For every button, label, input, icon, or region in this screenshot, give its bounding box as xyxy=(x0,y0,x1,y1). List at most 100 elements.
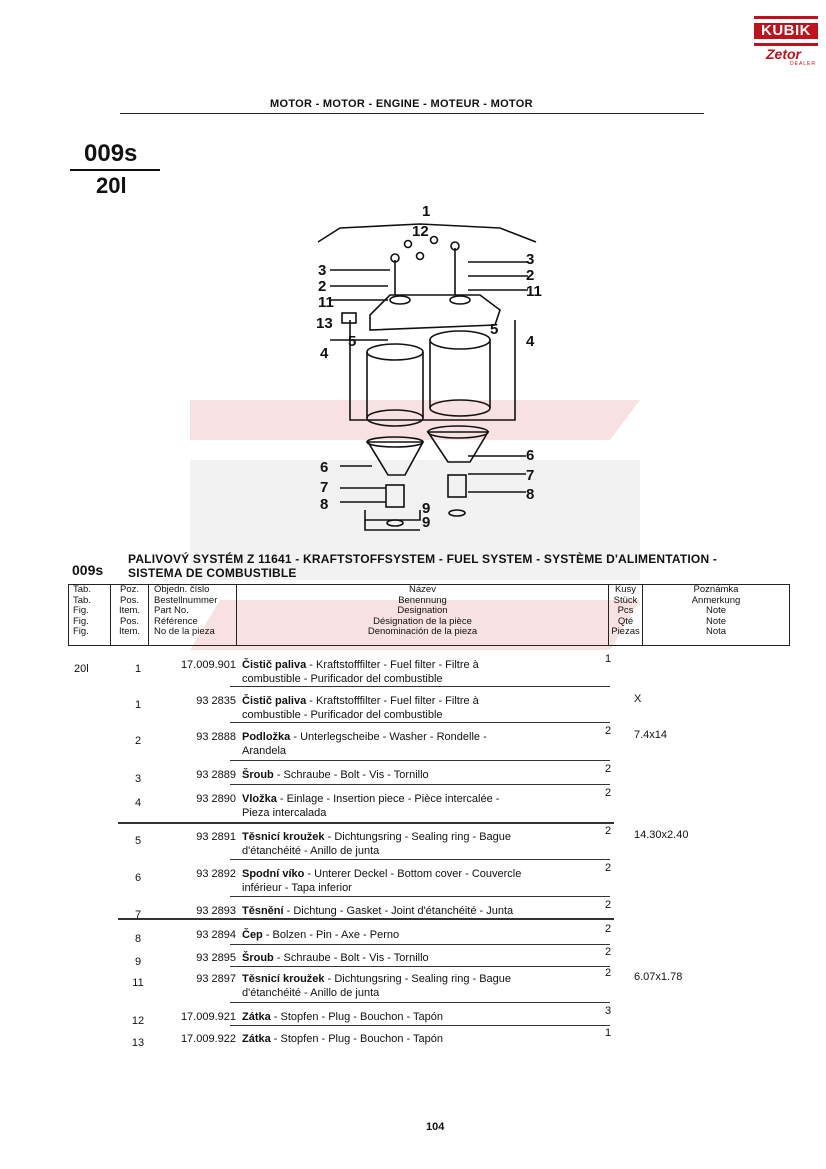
row-pos: 5 xyxy=(134,835,142,847)
callout-3: 3 xyxy=(318,262,326,279)
callout-2: 2 xyxy=(318,278,326,295)
row-name-bold: Šroub xyxy=(242,769,274,781)
group-divider xyxy=(118,918,614,920)
row-divider xyxy=(230,896,610,897)
row-tab: 20l xyxy=(74,663,89,675)
row-name-line2: d'étanchéité - Anillo de junta xyxy=(242,845,380,857)
parts-table-header: Tab. Tab. Fig. Fig. Fig. Poz. Pos. Item.… xyxy=(68,584,790,646)
row-name-line2: Pieza intercalada xyxy=(242,807,327,819)
col-tab-label: Tab. xyxy=(73,594,91,606)
row-divider xyxy=(230,1002,610,1003)
row-pos: 11 xyxy=(132,977,144,989)
col-note-label: Nota xyxy=(705,626,727,637)
callout-9: 9 xyxy=(422,500,430,517)
row-name-line2: combustible - Purificador del combustibl… xyxy=(242,709,443,721)
col-tab-label: Fig. xyxy=(73,615,89,627)
row-name-bold: Čep xyxy=(242,929,263,941)
row-pos: 4 xyxy=(134,797,142,809)
callout-12: 12 xyxy=(412,223,429,240)
col-pos-label: Item. xyxy=(118,626,141,637)
row-desc: Čep - Bolzen - Pin - Axe - Perno xyxy=(242,928,582,942)
col-partno-label: Part No. xyxy=(154,605,189,616)
row-partno: 93 2892 xyxy=(196,868,236,880)
logo-sub: Zetor xyxy=(766,46,801,62)
row-name-rest: - Einlage - Insertion piece - Pièce inte… xyxy=(276,793,500,805)
row-qty: 1 xyxy=(604,653,612,665)
row-qty: 3 xyxy=(604,1005,612,1017)
col-name: Název Benennung Designation Désignation … xyxy=(237,584,609,645)
row-desc: Těsnicí kroužek - Dichtungsring - Sealin… xyxy=(242,830,582,858)
col-note-label: Note xyxy=(705,605,727,616)
callout-8: 8 xyxy=(320,496,328,513)
row-qty: 2 xyxy=(604,763,612,775)
col-qty: Kusy Stück Pcs Qté Piezas xyxy=(609,584,643,645)
header-divider xyxy=(120,113,704,114)
row-desc: Čistič paliva - Kraftstofffilter - Fuel … xyxy=(242,658,582,686)
row-name-bold: Čistič paliva xyxy=(242,659,307,671)
row-divider xyxy=(230,859,610,860)
row-pos: 1 xyxy=(134,699,142,711)
row-pos: 1 xyxy=(134,663,142,675)
row-divider xyxy=(230,1025,610,1026)
row-pos: 12 xyxy=(131,1015,145,1027)
col-pos-label: Pos. xyxy=(119,615,139,627)
row-divider xyxy=(230,686,610,687)
col-name-label: Designation xyxy=(397,605,448,616)
row-name-rest: - Schraube - Bolt - Vis - Tornillo xyxy=(273,769,429,781)
col-note-label: Poznámka xyxy=(693,584,739,595)
row-note: 14.30x2.40 xyxy=(634,829,689,841)
row-divider xyxy=(230,784,610,785)
logo-stripe xyxy=(754,39,818,43)
row-name-line2: inférieur - Tapa inferior xyxy=(242,882,352,894)
row-divider xyxy=(230,722,610,723)
row-partno: 93 2835 xyxy=(196,695,236,707)
callout-4: 4 xyxy=(320,345,329,362)
kubik-zetor-logo: KUBIK Zetor DEALER xyxy=(754,16,818,67)
col-tab: Tab. Tab. Fig. Fig. Fig. xyxy=(69,584,111,645)
col-partno-label: Objedn. číslo xyxy=(154,584,210,595)
section-divider xyxy=(70,169,160,171)
row-pos: 8 xyxy=(134,933,142,945)
row-name-bold: Zátka xyxy=(242,1011,271,1023)
row-divider xyxy=(230,760,610,761)
col-qty-label: Qté xyxy=(617,615,634,627)
row-name-rest: - Kraftstofffilter - Fuel filter - Filtr… xyxy=(306,695,479,707)
system-title-line1: PALIVOVÝ SYSTÉM Z 11641 - KRAFTSTOFFSYST… xyxy=(128,552,718,566)
row-name-bold: Zátka xyxy=(242,1033,271,1045)
row-partno: 17.009.901 xyxy=(180,659,236,671)
callout-6: 6 xyxy=(320,459,328,476)
row-qty: 2 xyxy=(604,899,612,911)
row-desc: Spodní víko - Unterer Deckel - Bottom co… xyxy=(242,867,582,895)
callout-7: 7 xyxy=(320,479,328,496)
col-pos-label: Pos. xyxy=(119,594,139,606)
col-note-label: Note xyxy=(705,615,727,627)
callout-4: 4 xyxy=(526,333,535,350)
col-partno-label: Bestellnummer xyxy=(154,594,218,606)
col-tab-label: Fig. xyxy=(73,605,89,616)
col-qty-label: Piezas xyxy=(611,626,640,637)
col-name-label: Denominación de la pieza xyxy=(367,626,478,637)
callout-1: 1 xyxy=(422,203,430,220)
row-name-line2: d'étanchéité - Anillo de junta xyxy=(242,987,380,999)
callout-2: 2 xyxy=(526,267,534,284)
row-partno: 93 2891 xyxy=(196,831,236,843)
row-name-line2: Arandela xyxy=(242,745,287,757)
logo-stripe xyxy=(754,19,818,23)
row-divider xyxy=(230,966,610,967)
section-subcode: 20l xyxy=(96,173,127,198)
row-desc: Zátka - Stopfen - Plug - Bouchon - Tapón xyxy=(242,1010,582,1024)
group-divider xyxy=(118,822,614,824)
row-name-rest: - Kraftstofffilter - Fuel filter - Filtr… xyxy=(306,659,479,671)
row-desc: Čistič paliva - Kraftstofffilter - Fuel … xyxy=(242,694,582,722)
col-pos-label: Poz. xyxy=(119,584,139,595)
callout-5: 5 xyxy=(348,333,356,350)
row-name-rest: - Unterer Deckel - Bottom cover - Couver… xyxy=(304,868,522,880)
row-desc: Vložka - Einlage - Insertion piece - Piè… xyxy=(242,792,582,820)
system-title-line2: SISTEMA DE COMBUSTIBLE xyxy=(128,566,297,580)
col-note: Poznámka Anmerkung Note Note Nota xyxy=(643,584,789,645)
callout-8: 8 xyxy=(526,486,534,503)
row-name-bold: Těsnění xyxy=(242,905,284,917)
col-qty-label: Kusy xyxy=(614,584,637,595)
row-name-bold: Čistič paliva xyxy=(242,695,307,707)
row-name-rest: - Dichtung - Gasket - Joint d'étanchéité… xyxy=(283,905,514,917)
